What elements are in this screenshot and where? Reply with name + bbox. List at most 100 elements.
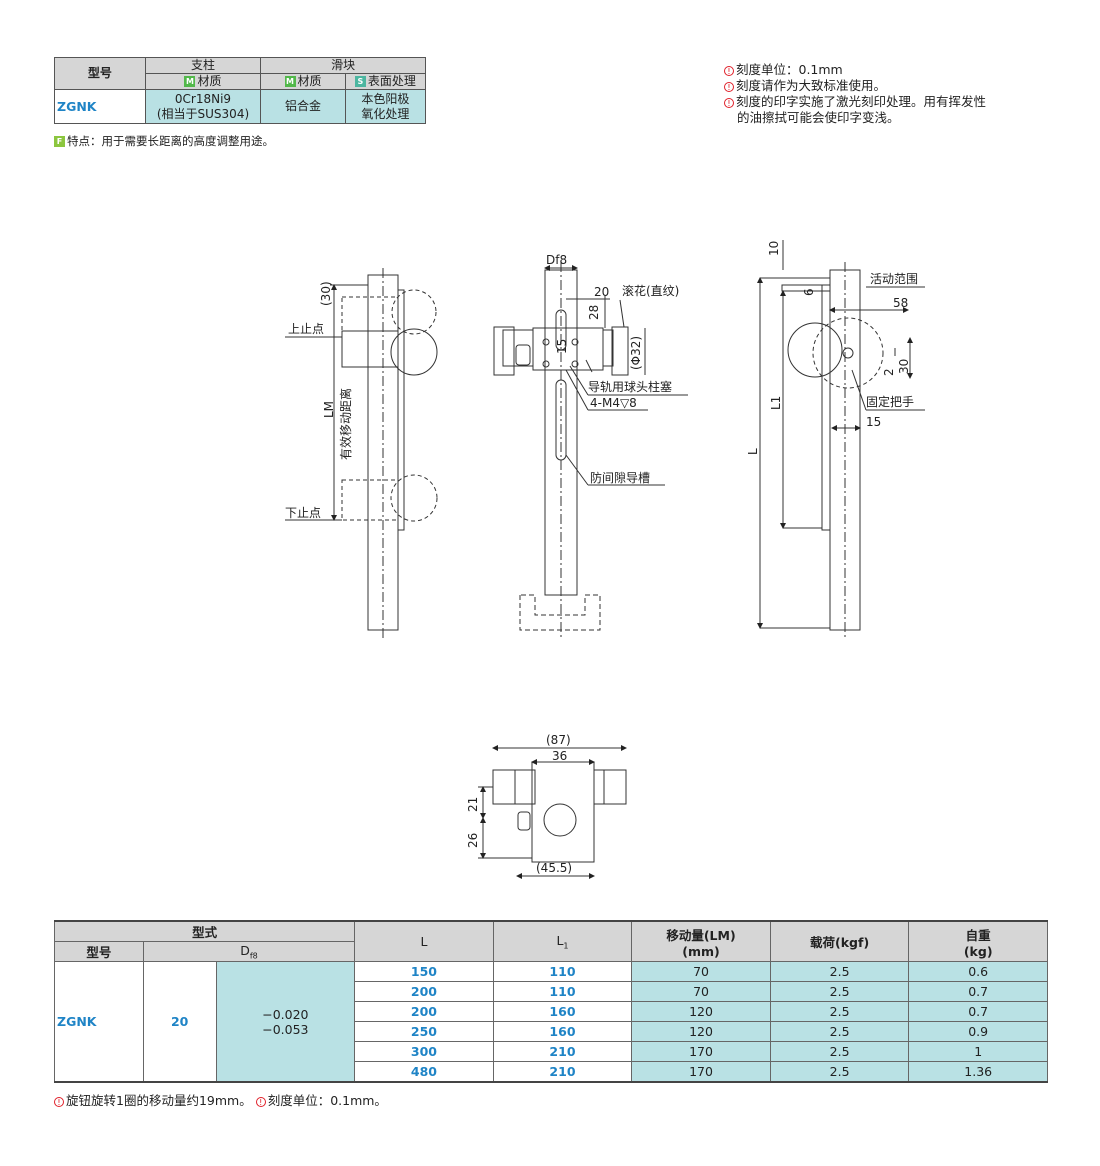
slider-material-cell: 铝合金 xyxy=(260,89,346,124)
knob-lower xyxy=(390,474,438,522)
sub-surface-label: 表面处理 xyxy=(367,74,416,88)
anti-backlash-slot xyxy=(555,379,567,461)
dim-36: 36 xyxy=(552,749,567,763)
table-row: ZGNK 20 −0.020−0.053 150 110 70 2.5 0.6 xyxy=(54,961,1048,1083)
bottom-note: !旋钮旋转1圈的移动量约19mm。 !刻度单位：0.1mm。 xyxy=(54,1090,387,1109)
note-3: !刻度的印字实施了激光刻印处理。用有挥发性 xyxy=(724,94,986,110)
feature-badge: F xyxy=(54,136,65,147)
header-load: 载荷(kgf) xyxy=(769,920,910,962)
cell-load: 2.5 xyxy=(769,1061,910,1083)
note-4: 的油擦拭可能会使印字变浅。 xyxy=(737,110,900,125)
dim-lm: LM xyxy=(322,401,336,418)
cell-l1: 210 xyxy=(492,1061,633,1083)
cell-l: 480 xyxy=(354,1061,494,1083)
dim-l1: L1 xyxy=(769,396,783,410)
header-l1: L1 xyxy=(492,920,633,962)
column-material-cell: 0Cr18Ni9(相当于SUS304) xyxy=(144,89,262,124)
label-lower-stop: 下止点 xyxy=(285,506,321,520)
bottom-note-2: 刻度单位：0.1mm。 xyxy=(267,1093,387,1108)
dim-28: 28 xyxy=(587,305,601,320)
caution-icon: ! xyxy=(724,65,734,76)
dim-87: (87) xyxy=(546,733,571,747)
cell-load: 2.5 xyxy=(769,1021,910,1042)
cell-l: 150 xyxy=(354,961,494,982)
caution-icon: ! xyxy=(255,1096,266,1107)
d-value-cell: 20 xyxy=(142,961,217,1083)
cell-l1: 110 xyxy=(492,981,633,1002)
label-range: 活动范围 xyxy=(870,272,918,286)
cell-load: 2.5 xyxy=(769,961,910,982)
dim-15b: 15 xyxy=(866,415,881,429)
table-row: 300 210 170 2.5 1 xyxy=(55,1041,1048,1062)
caution-icon: ! xyxy=(724,81,734,92)
material-badge-2: M xyxy=(284,76,296,87)
base-front xyxy=(519,594,601,631)
header-slider: 滑块 xyxy=(260,57,426,74)
top-notes: !刻度单位：0.1mm !刻度请作为大致标准使用。 !刻度的印字实施了激光刻印处… xyxy=(724,62,986,126)
label-upper-stop: 上止点 xyxy=(288,322,324,336)
column-material-line2: (相当于SUS304) xyxy=(156,106,250,121)
label-ball-plunger: 导轨用球头柱塞 xyxy=(588,379,672,394)
cell-weight: 0.6 xyxy=(908,961,1048,982)
dim-26: 26 xyxy=(466,833,480,848)
dim-21: 21 xyxy=(466,797,480,812)
header-model: 型号 xyxy=(54,57,146,90)
dim-phi32: (Φ32) xyxy=(629,336,643,370)
cell-weight: 1 xyxy=(908,1041,1048,1062)
material-badge: M xyxy=(184,76,196,87)
dim-2: 2 xyxy=(882,368,896,376)
knurl-left xyxy=(493,326,515,376)
cell-load: 2.5 xyxy=(769,1041,910,1062)
cell-lm: 70 xyxy=(631,961,771,982)
column-top-section xyxy=(543,803,577,837)
tolerance-cell: −0.020−0.053 xyxy=(215,961,356,1083)
cell-lm: 170 xyxy=(631,1041,771,1062)
cell-weight: 0.7 xyxy=(908,981,1048,1002)
knob-left-front xyxy=(502,329,534,367)
note-1: !刻度单位：0.1mm xyxy=(724,62,986,78)
caution-icon: ! xyxy=(54,1096,64,1107)
dim-45: (45.5) xyxy=(536,861,572,875)
slider-lower-dashed xyxy=(341,479,399,521)
cell-lm: 70 xyxy=(631,981,771,1002)
dim-30b: 30 xyxy=(897,359,911,374)
slider-upper-dashed xyxy=(341,296,399,332)
label-lever: 固定把手 xyxy=(866,394,914,409)
cell-l1: 110 xyxy=(492,961,633,982)
model-cell: ZGNK xyxy=(54,89,146,124)
model-cell: ZGNK xyxy=(54,961,144,1083)
cell-load: 2.5 xyxy=(769,1001,910,1022)
cell-l1: 160 xyxy=(492,1001,633,1022)
cell-weight: 1.36 xyxy=(908,1061,1048,1083)
cell-l: 200 xyxy=(354,981,494,1002)
range-circle xyxy=(812,317,884,389)
cell-l1: 210 xyxy=(492,1041,633,1062)
spec-table: 型式 L L1 移动量(LM)(mm) 载荷(kgf) 自重(kg) 型号 Df… xyxy=(53,920,1048,1083)
dim-20: 20 xyxy=(594,285,609,299)
header-type: 型式 xyxy=(53,920,356,942)
cell-lm: 170 xyxy=(631,1061,771,1083)
surface-badge: S xyxy=(354,76,366,87)
caution-icon: ! xyxy=(724,97,734,108)
label-lm-desc: 有效移动距离 xyxy=(338,388,353,460)
knurl-top-right xyxy=(603,769,627,805)
cell-load: 2.5 xyxy=(769,981,910,1002)
cell-l1: 160 xyxy=(492,1021,633,1042)
column-material-line1: 0Cr18Ni9 xyxy=(174,91,232,106)
table-row: 250 160 120 2.5 0.9 xyxy=(55,1021,1048,1042)
cell-weight: 0.7 xyxy=(908,1001,1048,1022)
dim-l: L xyxy=(746,448,760,455)
surface-line1: 本色阳极 xyxy=(361,91,410,106)
slider-upper xyxy=(341,330,399,368)
table-row: 480 210 170 2.5 1.36 xyxy=(55,1061,1048,1083)
knurl-right xyxy=(611,326,629,376)
note-2: !刻度请作为大致标准使用。 xyxy=(724,78,986,94)
header-weight: 自重(kg) xyxy=(908,920,1048,962)
cell-l: 200 xyxy=(354,1001,494,1022)
feature-text: 特点：用于需要长距离的高度调整用途。 xyxy=(67,134,274,148)
label-anti-backlash: 防间隙导槽 xyxy=(590,470,650,485)
